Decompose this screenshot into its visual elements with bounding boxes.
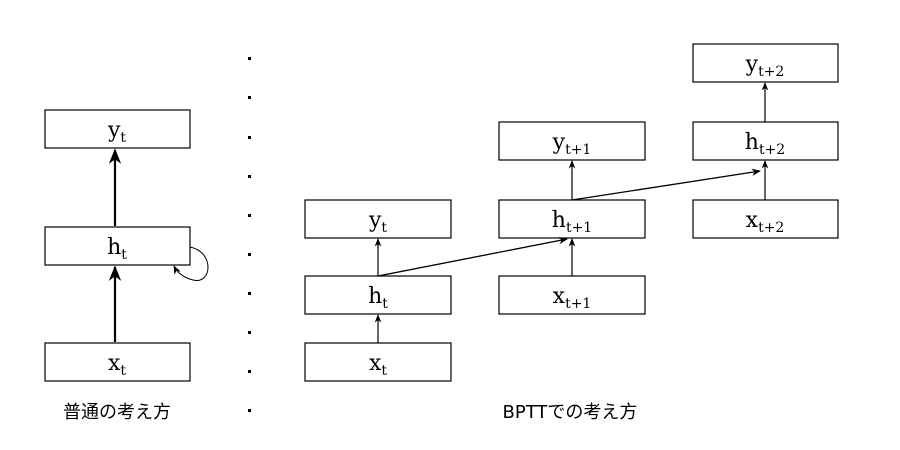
recurrent-loop-arrow bbox=[173, 246, 209, 281]
node-h: ht bbox=[368, 284, 388, 312]
bptt-unrolled: yt ht xt yt+1 ht+1 xt+1 yt+2 ht+2 xt+2 bbox=[304, 43, 839, 423]
step-t: yt ht xt bbox=[304, 199, 452, 382]
node-h: ht+2 bbox=[745, 130, 785, 158]
node-x: xt bbox=[369, 351, 387, 379]
node-y: yt+2 bbox=[745, 52, 785, 80]
bptt-caption: BPTTでの考え方 bbox=[503, 402, 638, 423]
node-y: yt bbox=[368, 208, 387, 236]
node-x: xt bbox=[44, 342, 191, 382]
svg-text:yt: yt bbox=[107, 118, 126, 146]
node-h: ht bbox=[44, 226, 191, 266]
normal-rnn: yt ht xt 普通の考え方 bbox=[44, 109, 209, 423]
arrow-h-t1-to-h-t2 bbox=[571, 168, 761, 201]
node-x: xt+2 bbox=[746, 208, 785, 236]
node-y: yt+1 bbox=[552, 130, 592, 158]
node-y: yt bbox=[44, 109, 191, 149]
svg-text:xt: xt bbox=[108, 351, 126, 379]
step-t-plus-2: yt+2 ht+2 xt+2 bbox=[692, 43, 839, 239]
arrow-h-t-to-h-t1 bbox=[377, 237, 568, 277]
node-h: ht+1 bbox=[552, 208, 592, 236]
svg-text:ht: ht bbox=[107, 235, 127, 263]
normal-caption: 普通の考え方 bbox=[63, 402, 171, 423]
node-x: xt+1 bbox=[553, 284, 592, 312]
step-t-plus-1: yt+1 ht+1 xt+1 bbox=[498, 121, 646, 315]
dotted-divider bbox=[248, 57, 251, 412]
